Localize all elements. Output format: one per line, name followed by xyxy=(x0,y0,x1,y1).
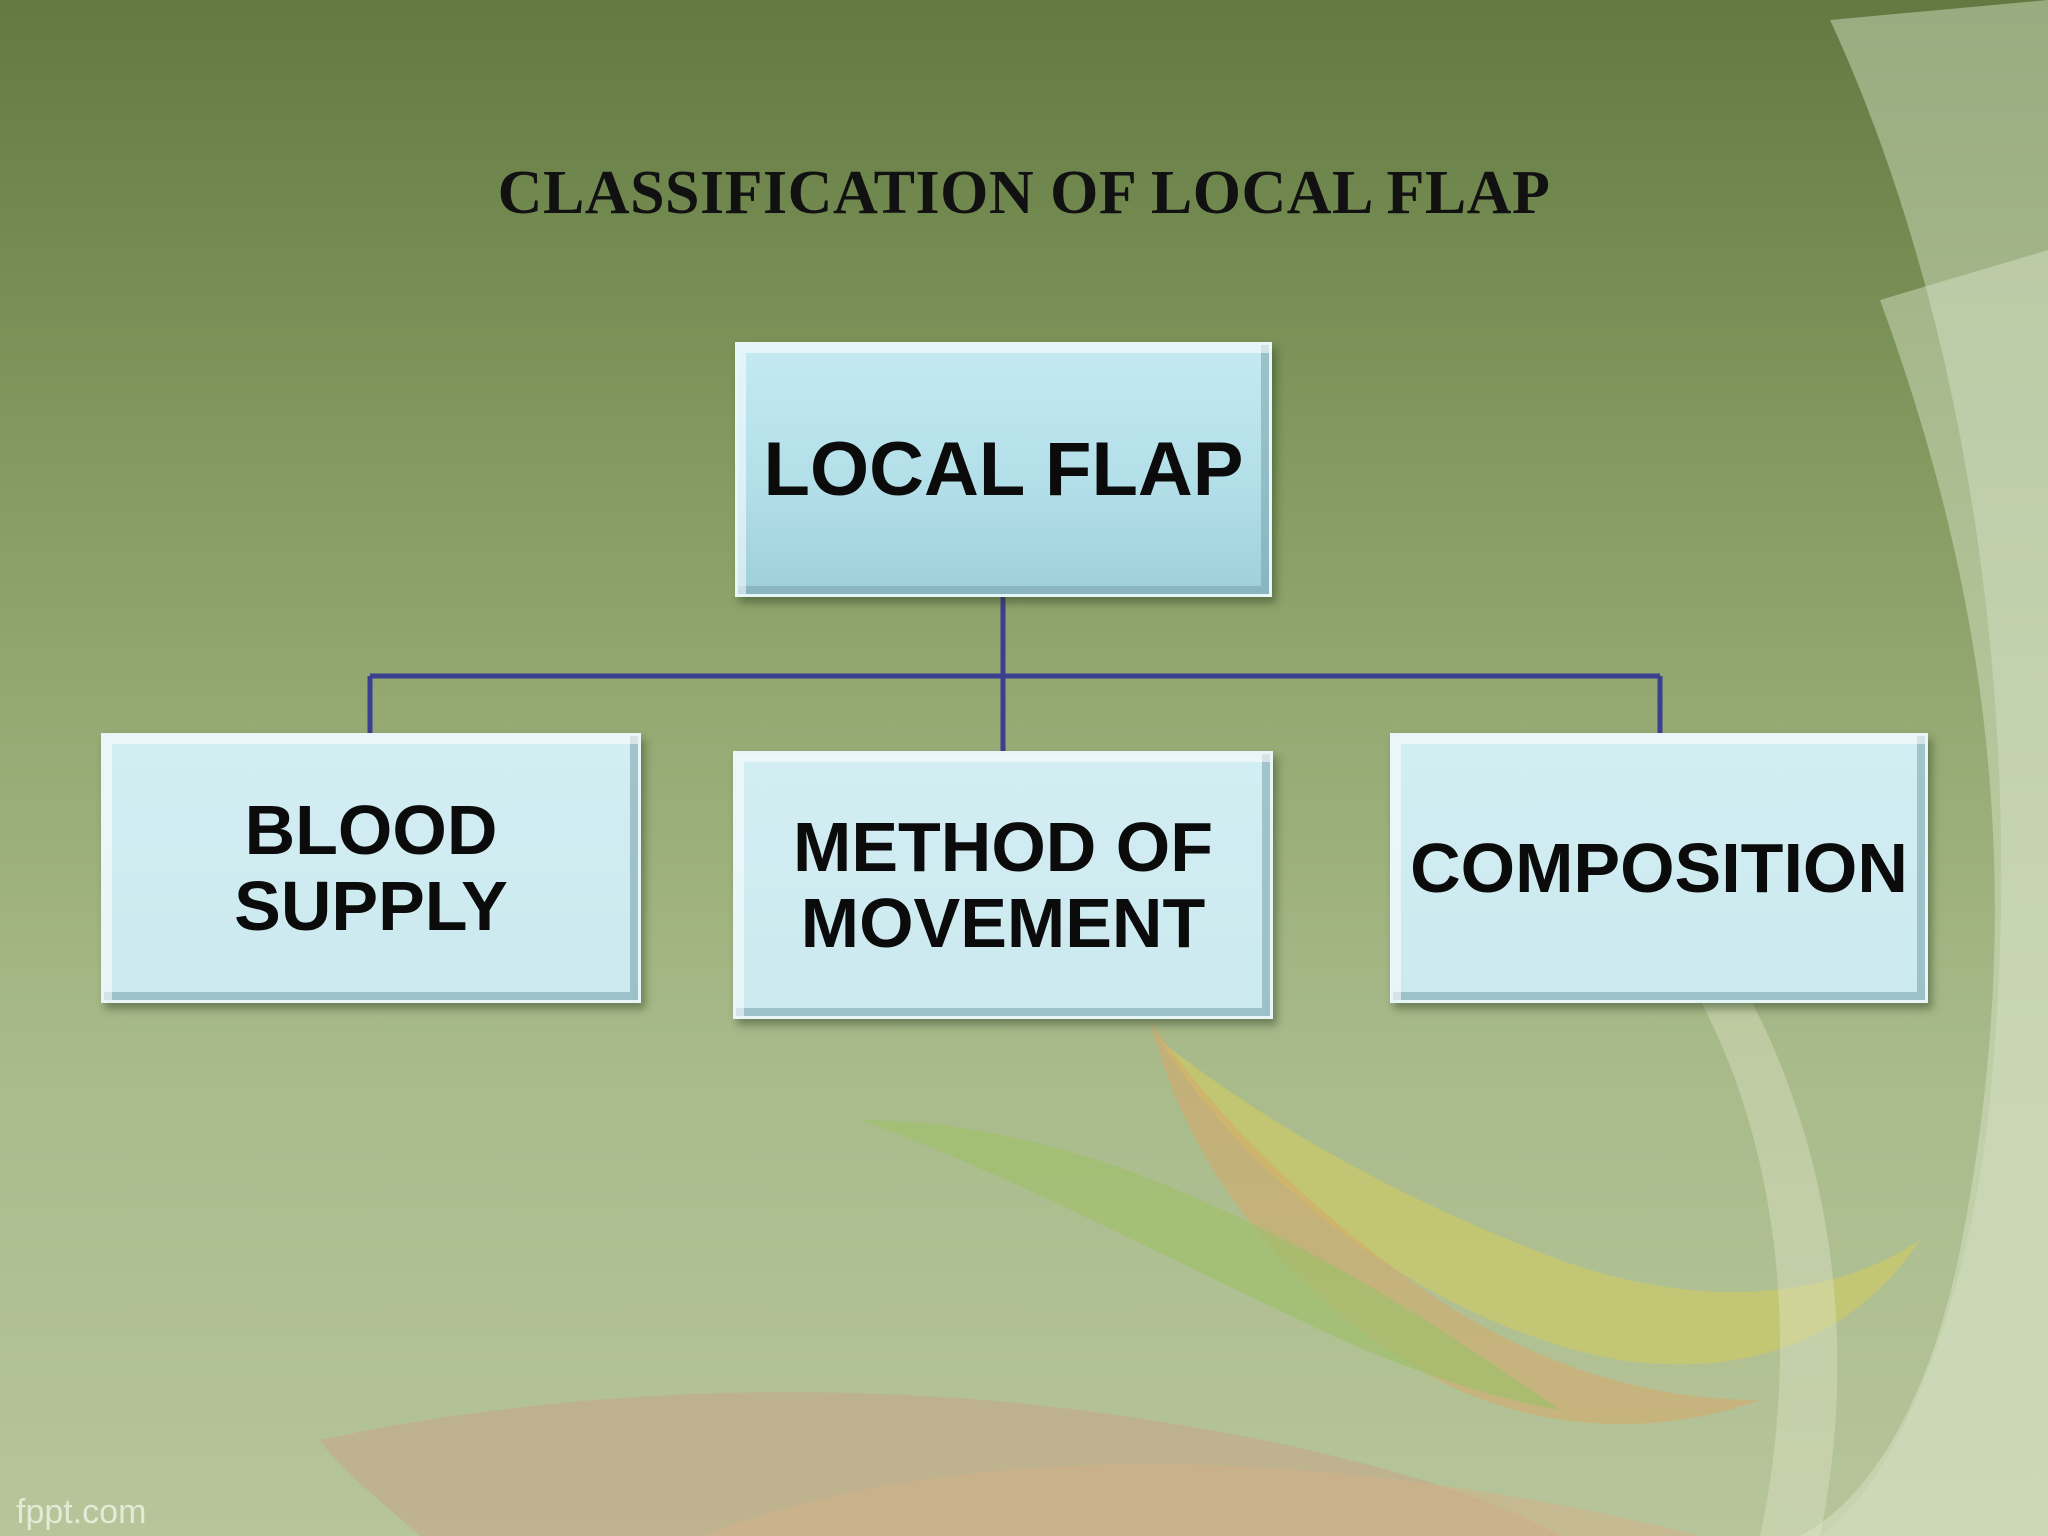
node-blood-supply-line-1: BLOOD xyxy=(244,791,498,869)
node-blood-supply-label: BLOOD SUPPLY xyxy=(234,792,508,944)
node-local-flap-label: LOCAL FLAP xyxy=(763,427,1244,512)
watermark-fppt: fppt.com xyxy=(16,1493,147,1531)
background-leaf-green xyxy=(860,1120,1560,1410)
background-leaf-tan xyxy=(700,1464,1700,1536)
background-swoosh-light xyxy=(1800,250,2048,1536)
node-local-flap: LOCAL FLAP xyxy=(735,342,1272,597)
node-blood-supply: BLOOD SUPPLY xyxy=(101,733,641,1003)
node-composition-label: COMPOSITION xyxy=(1410,830,1908,906)
node-method-of-movement-line-2: MOVEMENT xyxy=(800,884,1206,962)
background-streak xyxy=(1700,980,1838,1536)
node-method-of-movement-line-1: METHOD OF xyxy=(793,808,1213,886)
node-composition: COMPOSITION xyxy=(1390,733,1928,1003)
node-method-of-movement: METHOD OF MOVEMENT xyxy=(733,751,1273,1019)
background-swoosh-pale xyxy=(1820,0,2048,1536)
connector-lines xyxy=(367,597,1663,751)
slide-title: CLASSIFICATION OF LOCAL FLAP xyxy=(497,159,1551,227)
node-composition-line-1: COMPOSITION xyxy=(1410,829,1908,907)
node-method-of-movement-label: METHOD OF MOVEMENT xyxy=(793,809,1213,961)
node-blood-supply-line-2: SUPPLY xyxy=(234,867,508,945)
